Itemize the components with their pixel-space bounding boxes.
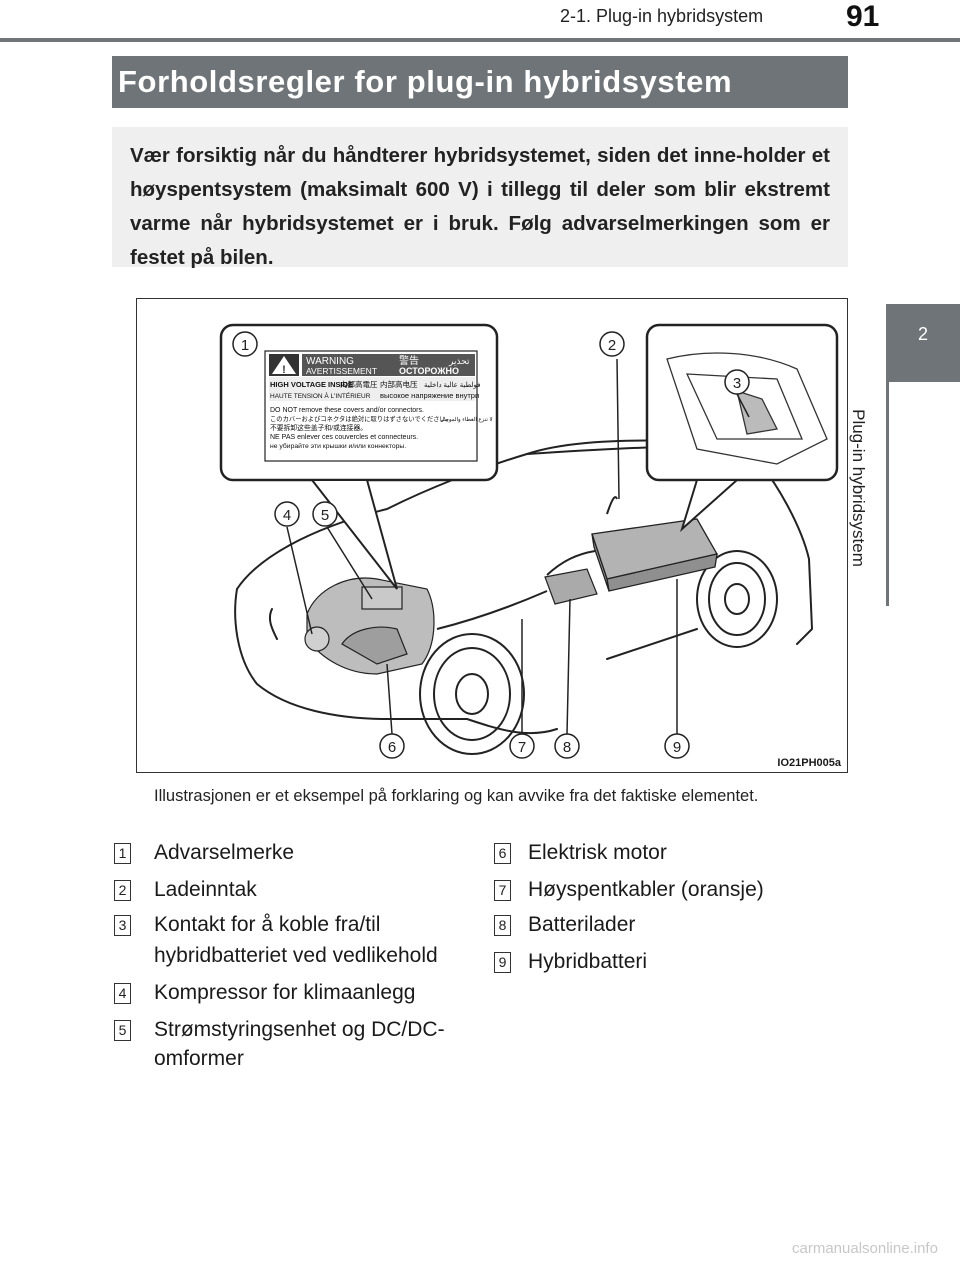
legend-label-3-cont: hybridbatteriet ved vedlikehold <box>154 939 438 972</box>
callout-2: 2 <box>600 332 624 356</box>
page-title: Forholdsregler for plug-in hybridsystem <box>112 56 848 108</box>
svg-text:8: 8 <box>563 739 571 756</box>
inset-warning-label: ! WARNING 警告 تحذير AVERTISSEMENT ОСТОРОЖ… <box>221 325 497 589</box>
text-ru: не убирайте эти крышки и/или коннекторы. <box>270 442 406 450</box>
callout-5: 5 <box>313 502 337 526</box>
text-ja: このカバーおよびコネクタは絶対に取りはずさないでください。 <box>270 414 452 423</box>
hv-ru: высокое напряжение внутри <box>380 391 479 400</box>
legend-num-1: 1 <box>114 843 131 864</box>
legend-label-7: Høyspentkabler (oransje) <box>528 873 764 906</box>
chapter-tab: 2 <box>886 304 960 382</box>
legend-label-6: Elektrisk motor <box>528 836 667 869</box>
legend-num-3: 3 <box>114 915 131 936</box>
text-fr: NE PAS enlever ces couvercles et connect… <box>270 434 418 441</box>
callout-8: 8 <box>555 734 579 758</box>
svg-text:4: 4 <box>283 507 291 524</box>
hv-ar: فولطية عالية داخلية <box>424 381 480 389</box>
callout-6: 6 <box>380 734 404 758</box>
legend-label-1: Advarselmerke <box>154 836 294 869</box>
page-number: 91 <box>846 0 879 34</box>
figure-caption: Illustrasjonen er et eksempel på forklar… <box>154 786 840 807</box>
battery-charger <box>545 569 597 604</box>
svg-text:7: 7 <box>518 739 526 756</box>
warning-title-ru: ОСТОРОЖНО <box>399 366 459 376</box>
hybrid-system-illustration: ! WARNING 警告 تحذير AVERTISSEMENT ОСТОРОЖ… <box>136 298 848 773</box>
legend-label-3: Kontakt for å koble fra/til <box>154 908 380 941</box>
wheels <box>420 551 777 754</box>
legend-num-9: 9 <box>494 952 511 973</box>
legend-num-4: 4 <box>114 983 131 1004</box>
callout-3: 3 <box>725 370 749 394</box>
legend-num-2: 2 <box>114 880 131 901</box>
hybrid-battery <box>592 519 717 591</box>
watermark: carmanualsonline.info <box>792 1240 938 1257</box>
chapter-number: 2 <box>886 324 960 345</box>
legend-num-5: 5 <box>114 1020 131 1041</box>
car-illustration: ! WARNING 警告 تحذير AVERTISSEMENT ОСТОРОЖ… <box>137 299 847 772</box>
legend-num-6: 6 <box>494 843 511 864</box>
legend-num-7: 7 <box>494 880 511 901</box>
hv-ja: 内部高電圧 <box>340 379 378 389</box>
svg-text:2: 2 <box>608 337 616 354</box>
figure-code: IO21PH005a <box>775 757 843 769</box>
intro-text: Vær forsiktig når du håndterer hybridsys… <box>112 127 848 267</box>
text-zh: 不要拆卸这些盖子和/或连接器。 <box>270 423 367 432</box>
hv-zh: 内部高电压 <box>380 379 418 389</box>
callout-9: 9 <box>665 734 689 758</box>
legend-label-8: Batterilader <box>528 908 635 941</box>
legend-label-9: Hybridbatteri <box>528 945 647 978</box>
chapter-label: Plug-in hybridsystem <box>848 388 868 588</box>
svg-text:1: 1 <box>241 337 249 354</box>
legend-num-8: 8 <box>494 915 511 936</box>
engine-compartment <box>305 578 434 674</box>
chapter-tab-rule <box>886 382 889 606</box>
warning-title-fr: AVERTISSEMENT <box>306 366 377 376</box>
svg-text:9: 9 <box>673 739 681 756</box>
svg-text:3: 3 <box>733 375 741 392</box>
inset-charge-port <box>647 325 837 529</box>
legend-label-4: Kompressor for klimaanlegg <box>154 976 415 1009</box>
text-ar: لا تنزع الغطاء والموصل <box>440 416 493 423</box>
callout-7: 7 <box>510 734 534 758</box>
header-rule <box>0 38 960 42</box>
section-title: 2-1. Plug-in hybridsystem <box>560 6 763 27</box>
legend-label-5-cont: omformer <box>154 1042 244 1075</box>
svg-text:5: 5 <box>321 507 329 524</box>
callout-4: 4 <box>275 502 299 526</box>
text-en: DO NOT remove these covers and/or connec… <box>270 407 424 414</box>
svg-text:6: 6 <box>388 739 396 756</box>
svg-text:!: ! <box>282 364 286 376</box>
hv-fr: HAUTE TENSION À L'INTÉRIEUR <box>270 391 371 400</box>
legend-label-2: Ladeinntak <box>154 873 257 906</box>
callout-1: 1 <box>233 332 257 356</box>
hv-cables <box>437 497 617 629</box>
